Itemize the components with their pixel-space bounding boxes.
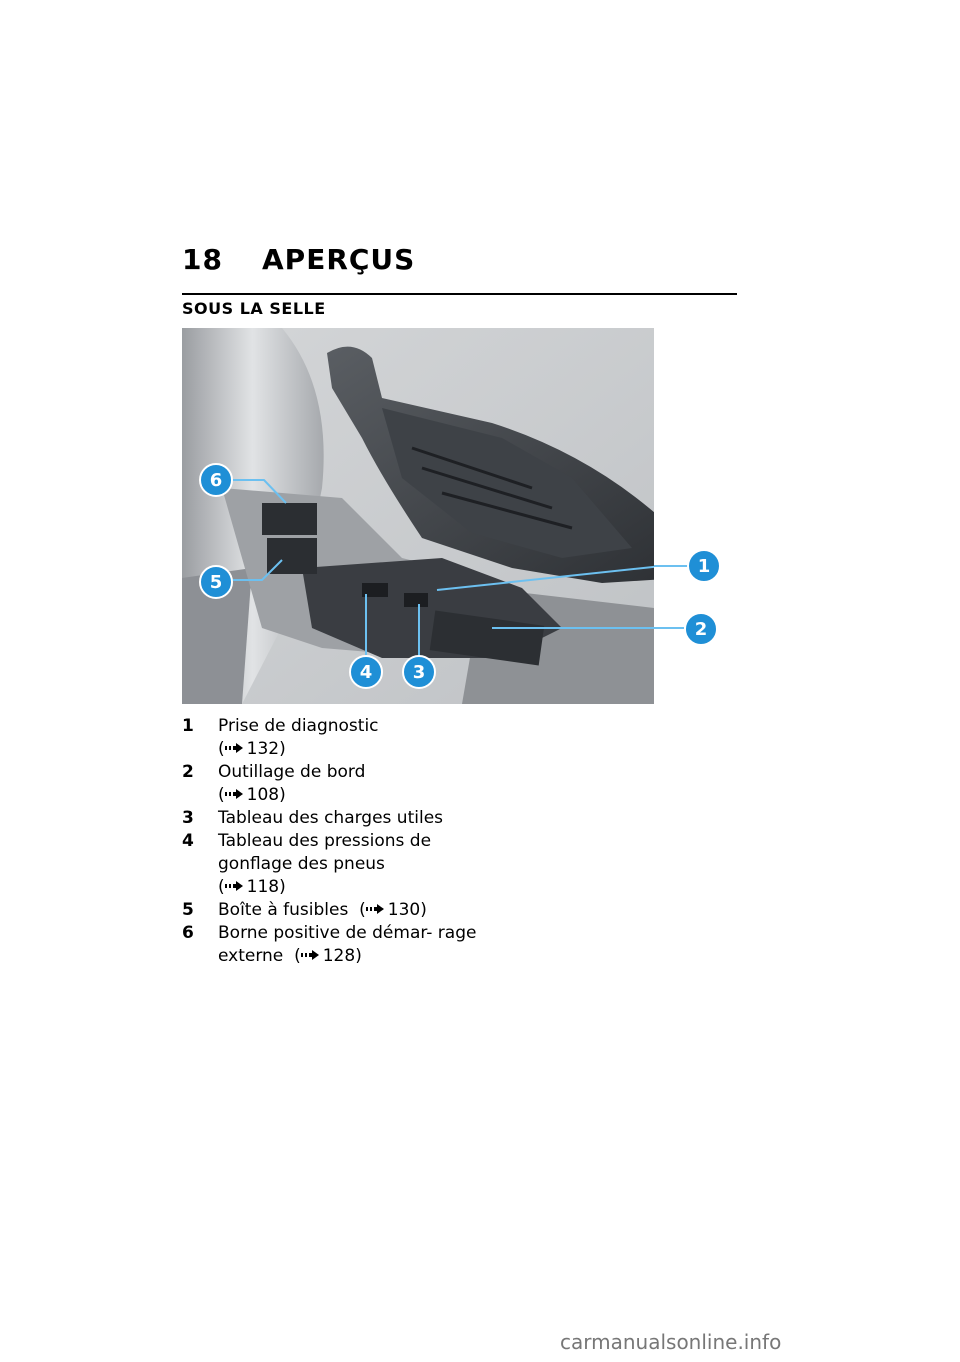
page-reference[interactable]: (128) — [294, 946, 362, 966]
legend-item: 3 Tableau des charges utiles — [182, 807, 482, 830]
legend-number: 1 — [182, 716, 194, 736]
page-arrow-icon — [365, 904, 384, 914]
page-reference[interactable]: (108) — [218, 785, 286, 805]
svg-text:2: 2 — [695, 619, 708, 640]
svg-text:4: 4 — [360, 662, 373, 683]
page-number-ref: 128 — [322, 946, 356, 966]
callout-6: 6 — [199, 463, 233, 497]
callout-5: 5 — [199, 565, 233, 599]
legend-number: 5 — [182, 900, 194, 920]
legend-item: 6 Borne positive de démar- rage externe … — [182, 922, 482, 968]
page-reference[interactable]: (132) — [218, 739, 286, 759]
legend-list: 1 Prise de diagnostic (132) 2 Outillage … — [182, 715, 482, 968]
page-number: 18 — [182, 243, 223, 276]
legend-item: 1 Prise de diagnostic (132) — [182, 715, 482, 761]
page-reference[interactable]: (118) — [218, 877, 286, 897]
outside-callouts: 1 2 — [654, 549, 721, 646]
page-number-ref: 108 — [246, 785, 280, 805]
legend-number: 4 — [182, 831, 194, 851]
callout-3: 3 — [402, 655, 436, 689]
legend-number: 3 — [182, 808, 194, 828]
page-arrow-icon — [300, 950, 319, 960]
watermark: carmanualsonline.info — [560, 1330, 782, 1354]
callout-1: 1 — [687, 549, 721, 583]
section-title: SOUS LA SELLE — [182, 299, 326, 318]
page-number-ref: 132 — [246, 739, 280, 759]
svg-text:6: 6 — [210, 470, 223, 491]
page-number-ref: 118 — [246, 877, 280, 897]
svg-text:5: 5 — [210, 572, 223, 593]
legend-number: 2 — [182, 762, 194, 782]
legend-text: Boîte à fusibles — [218, 900, 349, 920]
legend-item: 4 Tableau des pressions de gonflage des … — [182, 830, 482, 899]
svg-text:3: 3 — [413, 662, 426, 683]
legend-text: Prise de diagnostic — [218, 716, 379, 736]
page-reference[interactable]: (130) — [359, 900, 427, 920]
callout-4: 4 — [349, 655, 383, 689]
legend-text: Outillage de bord — [218, 762, 366, 782]
chapter-title: APERÇUS — [262, 243, 416, 276]
legend-text: Tableau des charges utiles — [218, 808, 444, 828]
page-arrow-icon — [224, 743, 243, 753]
svg-text:1: 1 — [698, 556, 711, 577]
under-seat-photo: 6 5 4 3 — [182, 328, 654, 704]
legend-text: Tableau des pressions de gonflage des pn… — [218, 831, 432, 874]
callout-2: 2 — [684, 612, 718, 646]
page-arrow-icon — [224, 789, 243, 799]
page-number-ref: 130 — [387, 900, 421, 920]
legend-item: 5 Boîte à fusibles (130) — [182, 899, 482, 922]
legend-text: Borne positive de démar- rage externe — [218, 923, 477, 966]
page-arrow-icon — [224, 881, 243, 891]
header-rule — [182, 293, 737, 295]
legend-item: 2 Outillage de bord (108) — [182, 761, 482, 807]
legend-number: 6 — [182, 923, 194, 943]
